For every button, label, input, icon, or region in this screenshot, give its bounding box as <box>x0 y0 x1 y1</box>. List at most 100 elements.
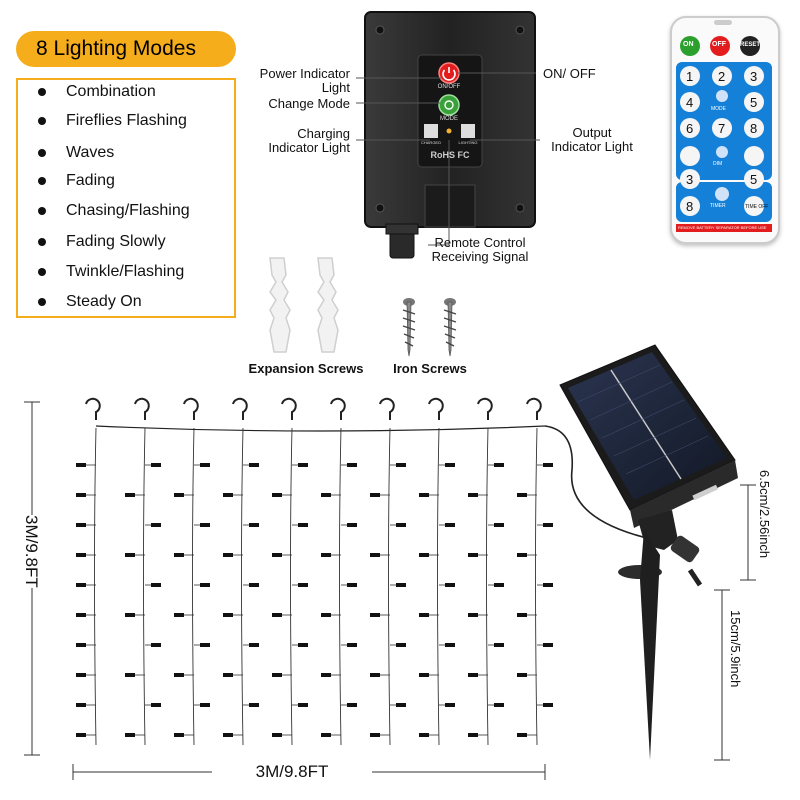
light-strand <box>535 427 538 746</box>
bullet-icon <box>38 298 46 306</box>
remote-receiver-label: Remote Control Receiving Signal <box>431 235 529 264</box>
led-bulb <box>396 523 406 527</box>
light-strand <box>388 427 391 746</box>
remote-buttons <box>676 36 772 232</box>
certification-marks: RoHS FC <box>430 150 470 160</box>
led-bulb <box>468 613 478 617</box>
ground-stake <box>618 510 703 760</box>
onoff-button-text: ON/OFF <box>437 84 461 90</box>
led-bulb <box>321 733 331 737</box>
remote-off-label: OFF <box>712 41 726 48</box>
remote-reset-label: RESET <box>740 42 761 48</box>
led-bulb <box>494 523 504 527</box>
led-bulb <box>200 703 210 707</box>
bullet-icon <box>38 207 46 215</box>
mode-label: Steady On <box>66 293 142 310</box>
bullet-icon <box>38 117 46 125</box>
mode-button-icon <box>438 94 460 116</box>
charged-text: CHARGED <box>420 140 441 145</box>
led-bulb <box>272 553 282 557</box>
hook-icon <box>281 397 297 420</box>
led-bulb <box>321 673 331 677</box>
bullet-icon <box>38 238 46 246</box>
led-bulb <box>125 493 135 497</box>
hook-icon <box>428 397 444 420</box>
bullet-icon <box>38 88 46 96</box>
on-off-label: ON/ OFF <box>543 66 596 81</box>
led-bulb <box>249 463 259 467</box>
led-bulb <box>468 493 478 497</box>
led-bulb <box>543 703 553 707</box>
led-bulb <box>174 733 184 737</box>
led-bulb <box>468 733 478 737</box>
led-bulb <box>249 703 259 707</box>
led-bulb <box>419 673 429 677</box>
led-bulb <box>517 673 527 677</box>
mode-label: Twinkle/Flashing <box>66 263 185 280</box>
led-bulb <box>543 643 553 647</box>
led-bulb <box>76 553 86 557</box>
screw-icon <box>375 25 385 35</box>
mode-item: Combination <box>18 80 238 104</box>
led-bulb <box>272 673 282 677</box>
led-bulb <box>272 493 282 497</box>
led-bulb <box>200 643 210 647</box>
mode-label: Waves <box>66 144 115 161</box>
led-bulb <box>347 703 357 707</box>
led-bulb <box>223 553 233 557</box>
led-bulb <box>249 523 259 527</box>
modes-title: 8 Lighting Modes <box>16 31 236 67</box>
mode-item: Waves <box>18 141 238 165</box>
led-bulb <box>298 523 308 527</box>
mode-item: Fading Slowly <box>18 230 238 254</box>
remote-key: 7 <box>718 121 726 136</box>
remote-key: 5 <box>750 172 758 187</box>
led-bulb <box>223 613 233 617</box>
light-strand <box>94 427 97 746</box>
led-bulb <box>517 493 527 497</box>
led-bulb <box>174 553 184 557</box>
light-strand <box>241 427 244 746</box>
led-bulb <box>321 493 331 497</box>
led-bulb <box>445 463 455 467</box>
led-bulb <box>151 583 161 587</box>
led-bulb <box>249 643 259 647</box>
led-bulb <box>200 523 210 527</box>
panel-dimension-label: 6.5cm/2.56inch <box>757 470 772 559</box>
remote-off-button <box>710 36 730 56</box>
led-bulb <box>419 613 429 617</box>
mode-button-text: MODE <box>440 116 458 122</box>
led-bulb <box>298 643 308 647</box>
led-bulb <box>396 583 406 587</box>
hook-icon <box>477 397 493 420</box>
led-bulb <box>200 583 210 587</box>
led-bulb <box>174 613 184 617</box>
remote-key: 3 <box>686 172 694 187</box>
led-bulb <box>543 523 553 527</box>
led-bulb <box>445 703 455 707</box>
led-bulb <box>494 643 504 647</box>
screw-icon <box>515 25 525 35</box>
led-bulb <box>543 583 553 587</box>
led-bulb <box>517 733 527 737</box>
led-bulb <box>272 733 282 737</box>
led-bulb <box>468 553 478 557</box>
hook-icon <box>183 397 199 420</box>
led-bulb <box>200 463 210 467</box>
controller-port <box>424 184 476 228</box>
led-bulb <box>396 463 406 467</box>
remote-key: 4 <box>686 95 694 110</box>
remote-footer: REMOVE BATTERY SEPARATOR BEFORE USE <box>678 225 767 230</box>
led-bulb <box>272 613 282 617</box>
led-bulb <box>76 583 86 587</box>
led-bulb <box>298 463 308 467</box>
mode-item: Steady On <box>18 290 238 314</box>
mode-label: Fading <box>66 172 115 189</box>
remote-key: 6 <box>686 121 694 136</box>
bullet-icon <box>38 177 46 185</box>
remote-on-label: ON <box>683 41 694 48</box>
light-strand <box>143 427 146 746</box>
hook-icon <box>134 397 150 420</box>
change-mode-label: Change Mode <box>268 96 350 111</box>
led-bulb <box>298 703 308 707</box>
